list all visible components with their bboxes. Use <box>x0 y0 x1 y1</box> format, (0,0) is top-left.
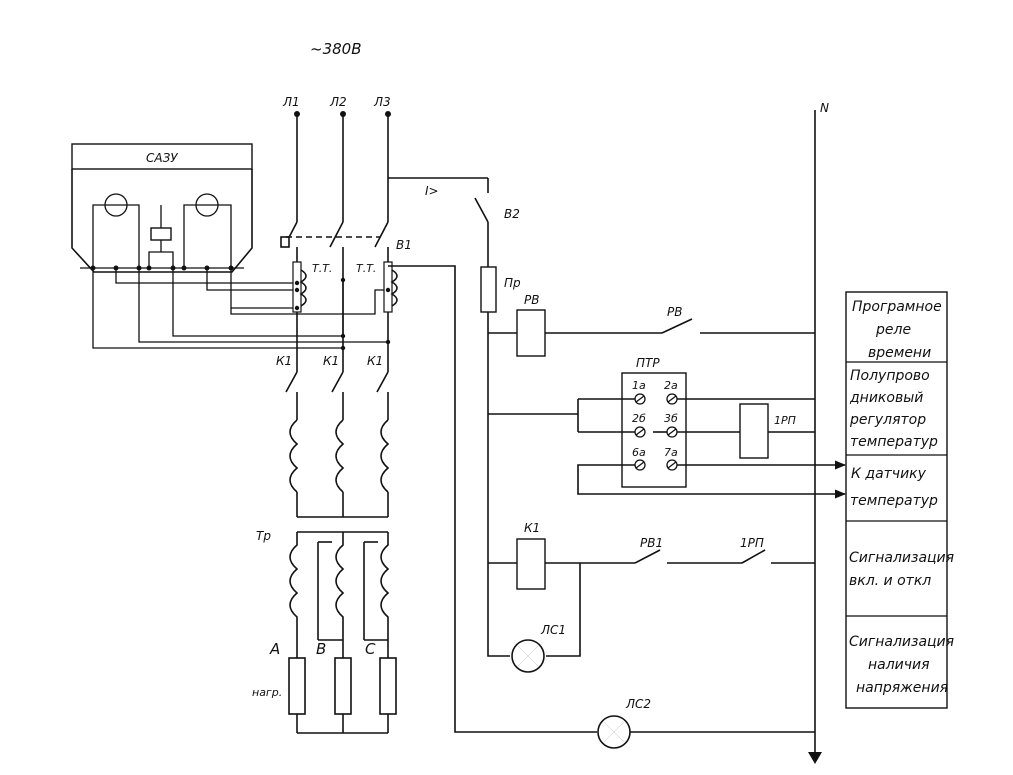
relay-rv-coil <box>516 309 546 357</box>
load-label: нагр. <box>252 686 282 699</box>
legend-line: наличия <box>868 657 930 673</box>
fuse-label: Пр <box>504 276 521 290</box>
control-bus <box>487 312 510 657</box>
lamp2-feed-wire <box>388 265 597 733</box>
supply-voltage-label: ~380В <box>310 40 362 58</box>
ptr-terminals: 1а 2а 2б 3б 6а 7а <box>632 379 678 459</box>
contact-rv-label: РВ <box>667 305 682 319</box>
contact-1rp-label: 1РП <box>740 536 764 550</box>
legend-temperature-sensor: К датчику температур <box>850 466 938 509</box>
legend-line: температур <box>850 493 938 509</box>
legend-line: Сигнализация <box>849 634 954 650</box>
transformer-primary <box>289 419 390 518</box>
breaker-v1-label: В1 <box>396 238 412 252</box>
current-relay-label: I> <box>425 184 439 198</box>
rv-branch <box>488 318 815 334</box>
signal-lamp-ls2 <box>597 715 631 749</box>
legend-voltage-signaling: Сигнализация наличия напряжения <box>849 634 954 696</box>
ptr-terminal-2b: 2б <box>632 412 646 425</box>
sazu-label: САЗУ <box>146 151 178 165</box>
ground-arrow-icon <box>808 752 822 764</box>
phase-terminals <box>294 111 391 117</box>
transformer-secondary <box>289 531 390 650</box>
legend-temperature-regulator: Полупрово дниковый регулятор температур <box>849 368 938 450</box>
ptr-title: ПТР <box>636 356 660 370</box>
legend-line: времени <box>868 345 931 361</box>
breaker-v1 <box>280 221 389 262</box>
phase-label-l2: Л2 <box>329 95 347 109</box>
relay-rv-label: РВ <box>524 293 539 307</box>
fuse <box>480 266 497 313</box>
phase-label-l1: Л1 <box>282 95 300 109</box>
k1-contact-label-2: К1 <box>323 354 339 368</box>
phase-lines <box>296 115 489 222</box>
sazu-wiring <box>92 268 388 349</box>
relay-1rp-coil <box>739 403 769 459</box>
transformer-label: Тр <box>256 529 271 543</box>
legend-line: напряжения <box>856 680 948 696</box>
k1-contact-label-3: К1 <box>367 354 383 368</box>
legend-on-off-signaling: Сигнализация вкл. и откл <box>849 550 954 589</box>
ptr-terminal-6a: 6а <box>632 446 646 459</box>
ptr-terminal-1a: 1а <box>632 379 646 392</box>
phase-label-l3: Л3 <box>373 95 391 109</box>
ct-label-2: Т.Т. <box>356 262 376 275</box>
contactor-k1-contacts <box>285 360 389 420</box>
legend-line: дниковый <box>849 390 923 406</box>
lamp-ls1-label: ЛС1 <box>540 623 566 637</box>
k1-coil <box>516 538 546 590</box>
ct-junctions <box>294 277 391 351</box>
neutral-label: N <box>820 101 829 115</box>
ptr-terminal-3b: 3б <box>664 412 678 425</box>
legend-line: вкл. и откл <box>849 573 931 589</box>
breaker-v2 <box>474 197 489 267</box>
legend-programmable-timer: Програмное реле времени <box>852 299 942 361</box>
k1-coil-label: К1 <box>524 521 540 535</box>
legend-line: К датчику <box>851 466 927 482</box>
legend-line: регулятор <box>849 412 926 428</box>
legend-line: температур <box>850 434 938 450</box>
ct-label-1: Т.Т. <box>312 262 332 275</box>
lamp-ls2-label: ЛС2 <box>625 697 651 711</box>
ptr-terminal-2a: 2а <box>664 379 678 392</box>
legend-line: Сигнализация <box>849 550 954 566</box>
phase-c-label: С <box>365 640 376 658</box>
ptr-terminal-7a: 7а <box>664 446 678 459</box>
contact-rv1-label: РВ1 <box>640 536 663 550</box>
signal-lamp-ls1 <box>511 639 545 673</box>
load-resistors <box>288 650 397 734</box>
ptr-wiring <box>488 398 847 499</box>
k1-contact-label-1: К1 <box>276 354 292 368</box>
relay-1rp-label: 1РП <box>774 414 796 427</box>
legend-line: Полупрово <box>850 368 930 384</box>
legend-column <box>845 291 948 709</box>
current-transformers <box>292 261 398 360</box>
phase-b-label: В <box>316 640 326 658</box>
sazu-device <box>71 143 253 273</box>
legend-line: реле <box>875 322 911 338</box>
breaker-v2-label: В2 <box>504 207 520 221</box>
legend-line: Програмное <box>852 299 942 315</box>
k1-branch <box>488 549 815 657</box>
phase-a-label: А <box>269 640 280 658</box>
